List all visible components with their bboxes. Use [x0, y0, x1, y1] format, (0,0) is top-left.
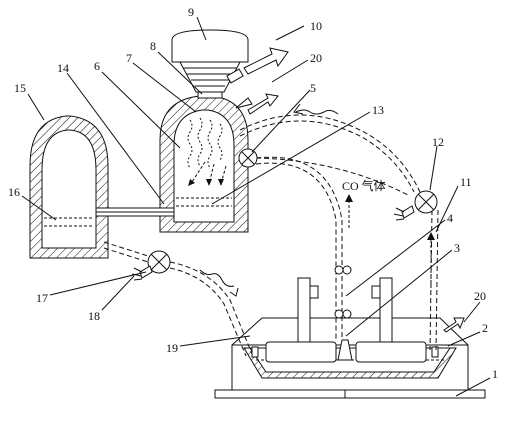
transfer-launder — [95, 207, 175, 217]
label-11: 11 — [460, 175, 472, 189]
label-16: 16 — [8, 185, 20, 199]
reduction-furnace — [159, 95, 249, 233]
label-1: 1 — [492, 367, 498, 381]
junction-node — [238, 148, 258, 168]
label-3: 3 — [454, 241, 460, 255]
leader-lines — [21, 16, 491, 397]
label-12: 12 — [432, 135, 444, 149]
gas-pipes — [103, 114, 439, 357]
label-10: 10 — [310, 19, 322, 33]
label-20-lower: 20 — [474, 289, 486, 303]
label-19: 19 — [166, 341, 178, 355]
fan-18 — [131, 250, 171, 281]
co-gas-label: CO 气体 — [342, 178, 386, 193]
label-6: 6 — [94, 59, 100, 73]
label-9: 9 — [188, 5, 194, 19]
label-18: 18 — [88, 309, 100, 323]
label-4: 4 — [447, 211, 453, 225]
feed-hopper — [171, 29, 289, 99]
label-2: 2 — [482, 321, 488, 335]
label-5: 5 — [310, 81, 316, 95]
electrolytic-cell — [214, 277, 486, 399]
label-15: 15 — [14, 81, 26, 95]
label-7: 7 — [126, 51, 132, 65]
fan-12 — [393, 190, 438, 221]
label-13: 13 — [372, 103, 384, 117]
label-17: 17 — [36, 291, 48, 305]
label-14: 14 — [57, 61, 69, 75]
label-8: 8 — [150, 39, 156, 53]
holding-furnace — [29, 115, 109, 259]
label-20-upper: 20 — [310, 51, 322, 65]
callout-labels: 9 8 7 6 14 15 16 10 20 5 13 12 11 4 3 20… — [8, 5, 498, 381]
